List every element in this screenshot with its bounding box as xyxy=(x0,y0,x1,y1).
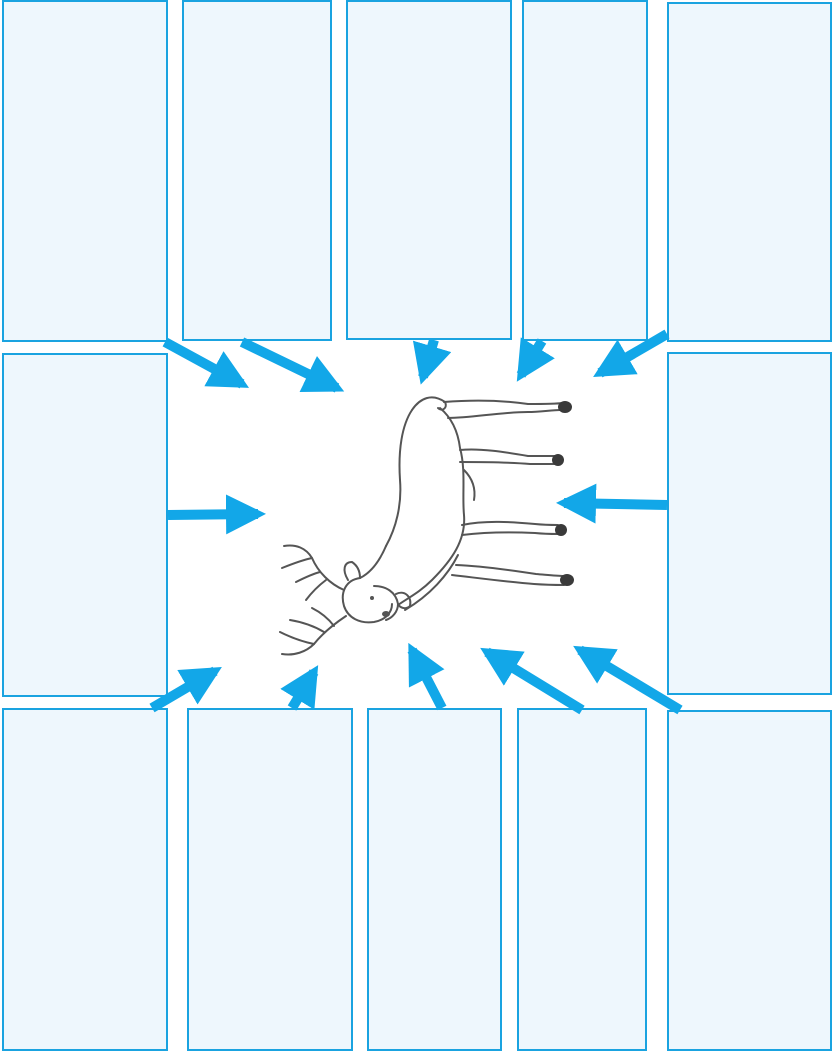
labeling-diagram xyxy=(0,0,832,1051)
deer-illustration xyxy=(0,0,832,1051)
